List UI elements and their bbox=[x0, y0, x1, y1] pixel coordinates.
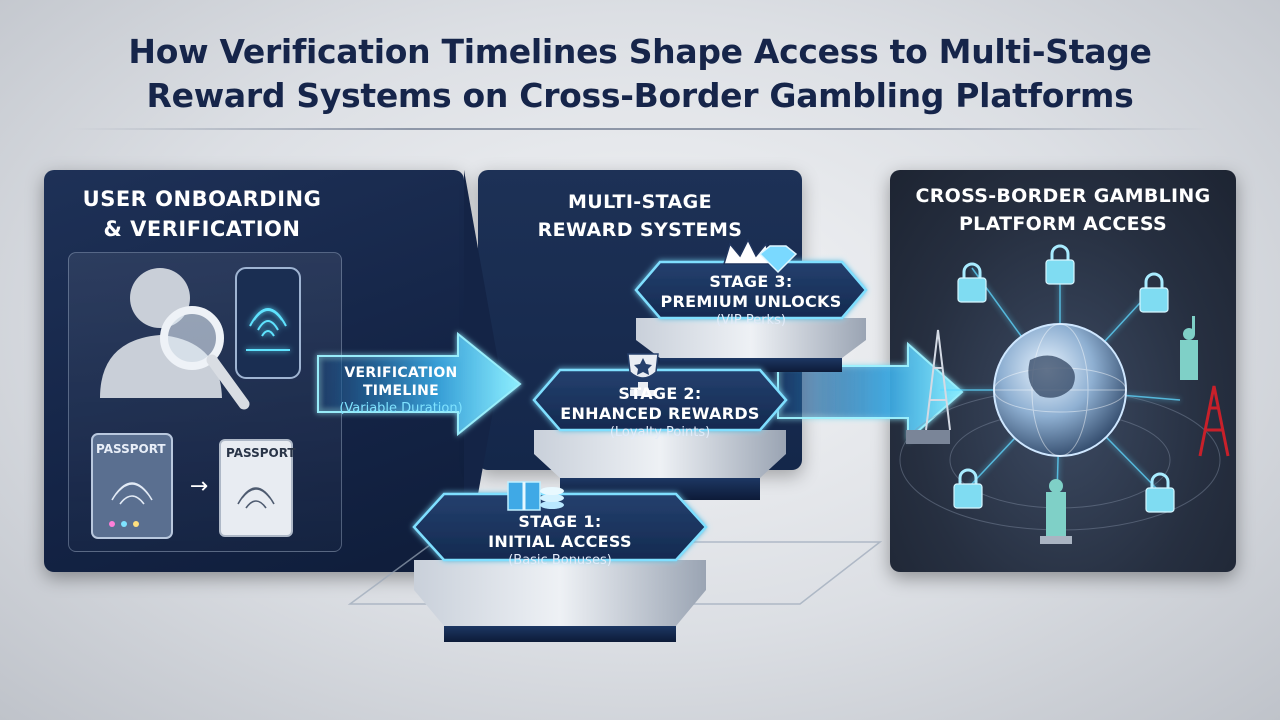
passport-label-right: PASSPORT bbox=[226, 446, 296, 460]
verification-timeline-arrow bbox=[317, 331, 522, 437]
title-line-2: Reward Systems on Cross-Border Gambling … bbox=[146, 76, 1134, 115]
onboarding-panel-title: USER ONBOARDING & VERIFICATION bbox=[72, 184, 332, 244]
access-title-line-2: PLATFORM ACCESS bbox=[958, 213, 1168, 235]
gift-icon bbox=[507, 481, 564, 511]
reward-systems-panel-title: MULTI-STAGE REWARD SYSTEMS bbox=[478, 188, 802, 244]
passport-icon-right bbox=[219, 439, 293, 537]
platform-access-panel-title: CROSS-BORDER GAMBLING PLATFORM ACCESS bbox=[890, 182, 1236, 238]
trophy-icon bbox=[627, 353, 659, 396]
stage-2-name: ENHANCED REWARDS bbox=[560, 404, 760, 423]
stage-2-detail: (Loyalty Points) bbox=[609, 425, 711, 440]
stage-3-label: STAGE 3: PREMIUM UNLOCKS (VIP Perks) bbox=[660, 272, 842, 330]
eiffel-tower-icon bbox=[906, 329, 951, 444]
title-divider bbox=[70, 128, 1210, 130]
statue-of-liberty-icon-lower bbox=[1040, 479, 1072, 544]
statue-of-liberty-icon bbox=[1180, 316, 1198, 380]
stage-1-label: STAGE 1: INITIAL ACCESS (Basic Bonuses) bbox=[444, 512, 676, 570]
access-title-line-1: CROSS-BORDER GAMBLING bbox=[915, 185, 1211, 207]
stage-1-name: INITIAL ACCESS bbox=[488, 532, 632, 551]
passport-arrow: → bbox=[189, 474, 209, 499]
title-line-1: How Verification Timelines Shape Access … bbox=[128, 32, 1152, 71]
tokyo-tower-icon bbox=[1198, 385, 1230, 457]
page-title: How Verification Timelines Shape Access … bbox=[0, 30, 1280, 118]
rewards-title-line-2: REWARD SYSTEMS bbox=[537, 219, 743, 241]
rewards-title-line-1: MULTI-STAGE bbox=[567, 191, 713, 213]
timeline-line-1: VERIFICATION bbox=[344, 365, 458, 381]
globe-network bbox=[899, 265, 1221, 531]
diamond-icon bbox=[758, 245, 798, 274]
user-search-icon bbox=[100, 268, 250, 410]
timeline-note: (Variable Duration) bbox=[339, 401, 463, 416]
padlock-icon bbox=[953, 244, 1175, 513]
stage-1-detail: (Basic Bonuses) bbox=[508, 553, 612, 568]
passport-label-left: PASSPORT bbox=[96, 442, 166, 456]
onboarding-title-line-2: & VERIFICATION bbox=[103, 217, 301, 241]
stage-1-title: STAGE 1: bbox=[518, 512, 602, 531]
timeline-line-2: TIMELINE bbox=[362, 383, 440, 399]
stage-3-pillar bbox=[634, 260, 868, 372]
passport-icon-left bbox=[91, 433, 173, 539]
stage-3-name: PREMIUM UNLOCKS bbox=[660, 292, 842, 311]
stage-2-title: STAGE 2: bbox=[618, 384, 702, 403]
stage-1-pillar bbox=[412, 492, 708, 642]
fingerprint-scanner-icon bbox=[235, 267, 301, 379]
stage-3-title: STAGE 3: bbox=[709, 272, 793, 291]
stage-2-label: STAGE 2: ENHANCED REWARDS (Loyalty Point… bbox=[560, 384, 760, 442]
verification-timeline-label: VERIFICATION TIMELINE (Variable Duration… bbox=[318, 364, 484, 418]
stage-3-detail: (VIP Perks) bbox=[716, 313, 786, 328]
onboarding-title-line-1: USER ONBOARDING bbox=[82, 187, 322, 211]
